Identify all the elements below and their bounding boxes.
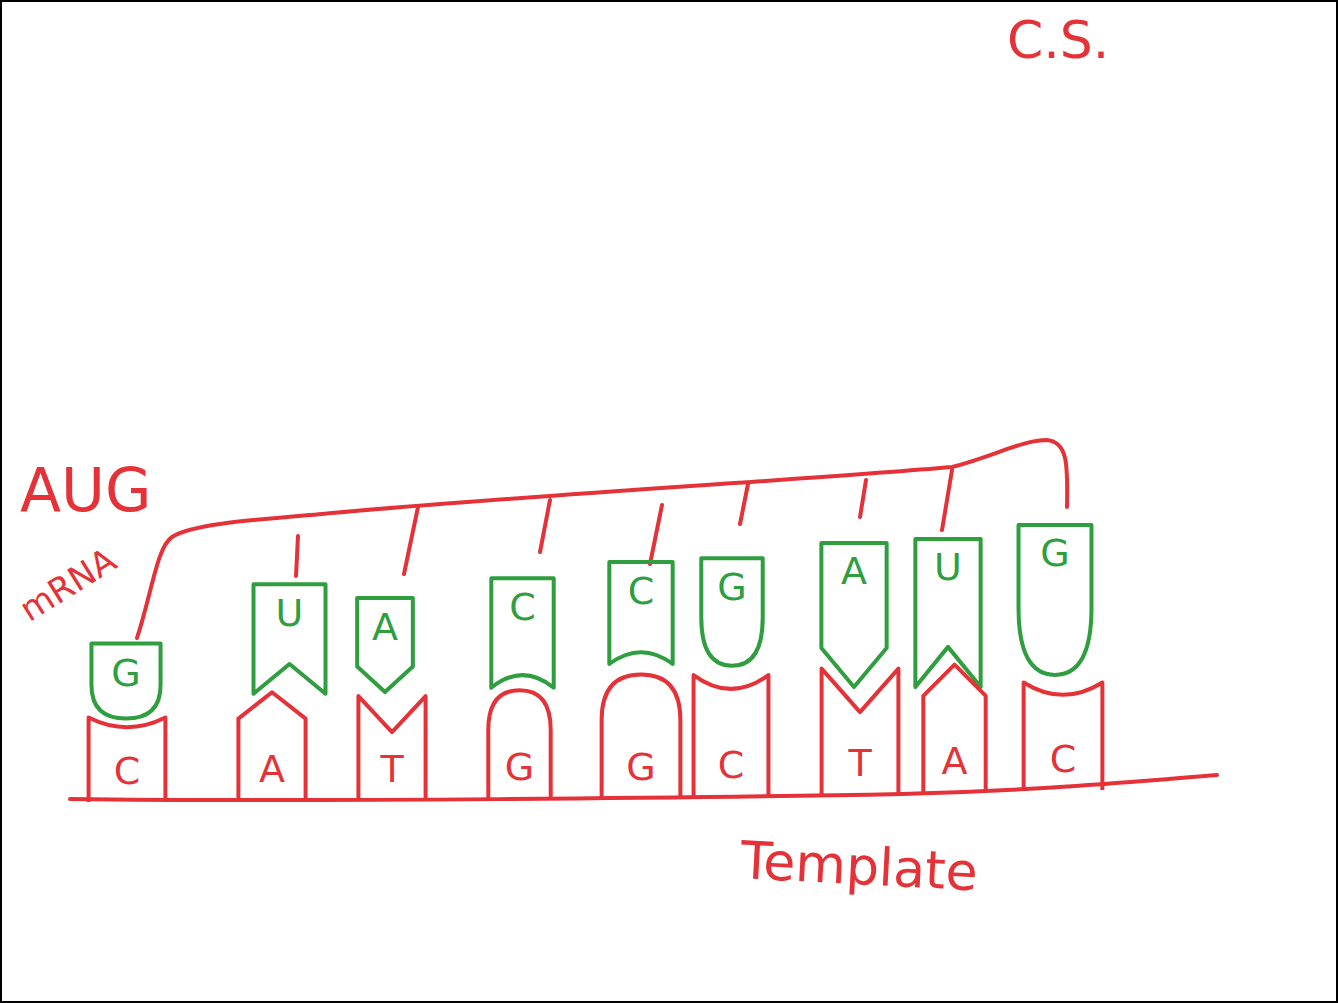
base-letter: G <box>1040 534 1069 572</box>
nucleotide-outline <box>701 558 762 666</box>
nucleotide-outline <box>609 562 672 664</box>
corner-note: C.S. <box>1007 14 1109 66</box>
template-nucleotide: A <box>237 690 307 800</box>
backbone-tick <box>296 536 298 576</box>
base-letter: A <box>259 750 285 788</box>
nucleotide-outline <box>358 696 425 800</box>
strand-name: mRNA <box>14 542 121 627</box>
base-letter: T <box>380 750 403 788</box>
nucleotide-outline <box>1024 682 1103 790</box>
nucleotide-outline <box>923 665 985 792</box>
base-letter: G <box>626 748 655 786</box>
backbone-tick <box>740 484 748 524</box>
template-nucleotide: T <box>357 694 427 800</box>
template-nucleotide: T <box>820 666 900 794</box>
base-letter: C <box>628 572 655 610</box>
base-letter: T <box>848 744 871 782</box>
mrna-nucleotide: G <box>1017 522 1093 678</box>
nucleotide-outline <box>357 598 413 692</box>
codon-label: AUG <box>20 460 151 520</box>
mrna-nucleotide: C <box>490 576 555 690</box>
mrna-nucleotide: A <box>356 596 414 694</box>
base-letter: A <box>841 552 867 590</box>
nucleotide-outline <box>254 584 326 693</box>
mrna-nucleotide: U <box>914 536 982 690</box>
nucleotide-outline <box>915 539 980 687</box>
base-letter: C <box>114 752 141 790</box>
mrna-nucleotide: A <box>820 540 888 690</box>
mrna-nucleotide: C <box>608 560 674 666</box>
base-letter: G <box>505 748 534 786</box>
mrna-nucleotide: U <box>252 582 327 696</box>
template-nucleotide: C <box>87 714 167 802</box>
backbone-tick <box>942 470 952 530</box>
nucleotide-outline <box>491 578 553 687</box>
backbone-tick <box>860 480 866 517</box>
template-nucleotide: A <box>922 662 987 792</box>
template-nucleotide: C <box>1022 678 1104 790</box>
nucleotide-outline <box>822 669 899 794</box>
base-letter: U <box>276 594 304 632</box>
nucleotide-outline <box>238 692 305 800</box>
template-nucleotide: C <box>692 670 770 796</box>
base-letter: A <box>372 608 398 646</box>
nucleotide-outline <box>89 718 166 802</box>
mrna-nucleotide: G <box>90 642 162 720</box>
nucleotide-outline <box>694 675 769 796</box>
template-nucleotide: G <box>487 688 552 798</box>
base-letter: G <box>111 654 140 692</box>
backbone-tick <box>650 505 662 564</box>
backbone-tick <box>540 500 550 552</box>
mrna-nucleotide: G <box>700 556 764 668</box>
nucleotide-outline <box>1019 525 1092 675</box>
base-letter: C <box>718 746 745 784</box>
nucleotide-outline <box>602 675 681 798</box>
nucleotide-outline <box>821 543 886 687</box>
base-letter: C <box>1050 740 1077 778</box>
strand-name: Template <box>739 834 979 898</box>
backbone-tick <box>404 507 418 574</box>
nucleotide-outline <box>91 644 160 719</box>
base-letter: A <box>942 742 968 780</box>
template-nucleotide: G <box>600 672 682 798</box>
nucleotide-outline <box>488 690 550 798</box>
base-letter: U <box>934 548 962 586</box>
base-letter: G <box>717 568 746 606</box>
base-letter: C <box>509 588 536 626</box>
